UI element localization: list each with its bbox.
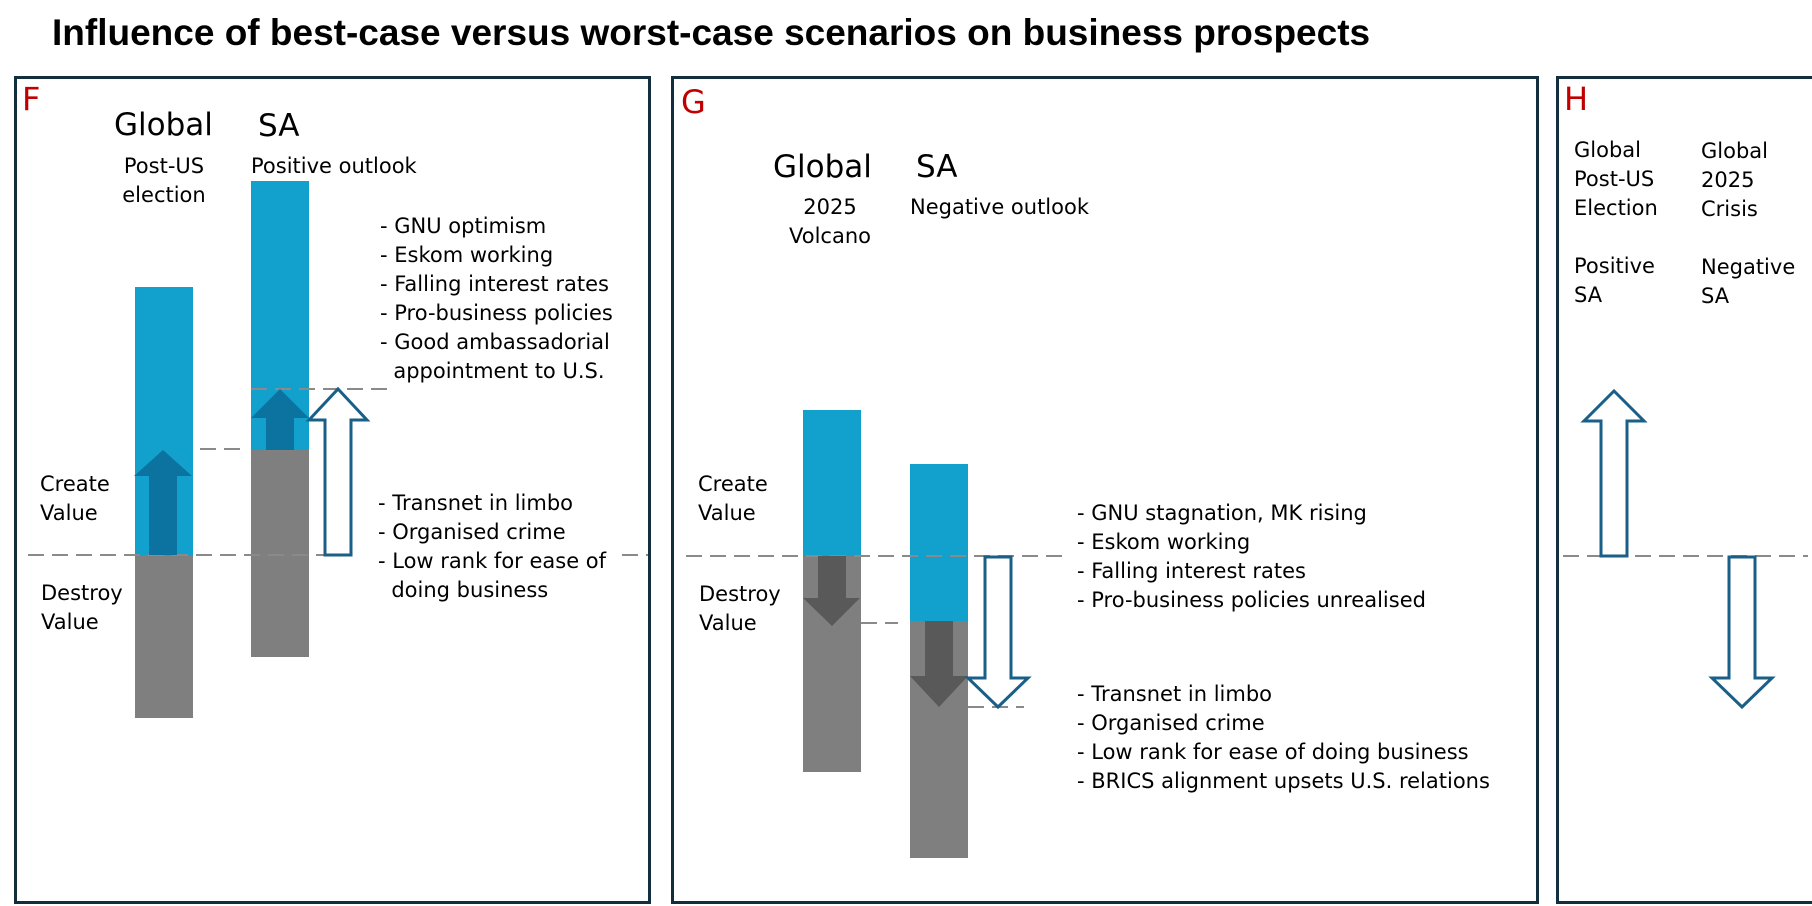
panel-g-global-sub-line: Volcano xyxy=(789,224,871,248)
panel-h-line: Crisis xyxy=(1701,197,1758,221)
destroy-label-line: Destroy xyxy=(41,581,123,605)
factor-item: - Pro-business policies unrealised xyxy=(1077,588,1426,612)
panel-h-line: Global xyxy=(1574,138,1641,162)
factor-item: - Falling interest rates xyxy=(1077,559,1306,583)
panel-f-global-sub-line: election xyxy=(122,183,206,207)
panel-f-destroy-label: Destroy Value xyxy=(41,579,123,637)
destroy-label-line: Destroy xyxy=(699,582,781,606)
panel-h-col1: Global Post-US Election xyxy=(1574,136,1658,223)
panel-g-global-heading: Global xyxy=(773,149,872,185)
factor-item: appointment to U.S. xyxy=(380,359,605,383)
panel-h-line: SA xyxy=(1574,283,1603,307)
panel-f-global-up-arrow xyxy=(134,450,192,555)
factor-item: - GNU stagnation, MK rising xyxy=(1077,501,1367,525)
panel-g-outline-down-arrow xyxy=(964,555,1032,710)
factor-item: - Transnet in limbo xyxy=(378,491,574,515)
panel-g-global-sub-line: 2025 xyxy=(803,195,857,219)
panel-g-global-sub: 2025 Volcano xyxy=(780,193,880,251)
panel-f-create-label: Create Value xyxy=(40,470,110,528)
panel-h-line: Post-US xyxy=(1574,167,1655,191)
destroy-label-line: Value xyxy=(699,611,757,635)
panel-f-sa-sub: Positive outlook xyxy=(251,154,417,178)
panel-f-letter: F xyxy=(22,80,41,118)
panel-h-col2: Global 2025 Crisis xyxy=(1701,137,1768,224)
create-label-line: Value xyxy=(698,501,756,525)
panel-g-create-label: Create Value xyxy=(698,470,768,528)
panel-h-line: 2025 xyxy=(1701,168,1755,192)
destroy-label-line: Value xyxy=(41,610,99,634)
factor-item: - Pro-business policies xyxy=(380,301,613,325)
factor-item: - Eskom working xyxy=(380,243,554,267)
panel-h-line: Positive xyxy=(1574,254,1655,278)
factor-item: - Falling interest rates xyxy=(380,272,609,296)
factor-item: - Organised crime xyxy=(1077,711,1265,735)
panel-h-line: Election xyxy=(1574,196,1658,220)
factor-item: - BRICS alignment upsets U.S. relations xyxy=(1077,769,1490,793)
panel-f-global-sub: Post-US election xyxy=(114,152,214,210)
factor-item: doing business xyxy=(378,578,549,602)
panel-g-sa-down-arrow xyxy=(910,621,968,707)
create-label-line: Create xyxy=(698,472,768,496)
panel-f-global-heading: Global xyxy=(114,107,213,143)
page-title: Influence of best-case versus worst-case… xyxy=(52,12,1371,53)
panel-g-factors-a: - GNU stagnation, MK rising - Eskom work… xyxy=(1077,499,1426,615)
factor-item: - Transnet in limbo xyxy=(1077,682,1273,706)
panel-f-sa-up-arrow xyxy=(251,389,309,450)
panel-f-negative-factors: - Transnet in limbo - Organised crime - … xyxy=(378,489,606,605)
factor-item: - Low rank for ease of doing business xyxy=(1077,740,1469,764)
panel-h-col2-b: Negative SA xyxy=(1701,253,1795,311)
panel-g-destroy-label: Destroy Value xyxy=(699,580,781,638)
panel-h xyxy=(1556,76,1812,904)
panel-g-sa-create-bar xyxy=(910,464,968,621)
create-label-line: Value xyxy=(40,501,98,525)
panel-f-positive-factors: - GNU optimism - Eskom working - Falling… xyxy=(380,212,613,386)
factor-item: - Good ambassadorial xyxy=(380,330,610,354)
panel-g-global-create-bar xyxy=(803,410,861,556)
panel-f-sa-destroy-bar xyxy=(251,450,309,657)
panel-f-global-sub-line: Post-US xyxy=(123,154,205,178)
panel-g-sa-heading: SA xyxy=(916,149,958,185)
panel-f-sa-heading: SA xyxy=(258,108,300,144)
panel-g-sa-sub: Negative outlook xyxy=(910,195,1090,219)
factor-item: - Eskom working xyxy=(1077,530,1251,554)
panel-h-line: SA xyxy=(1701,284,1730,308)
factor-item: - Low rank for ease of xyxy=(378,549,607,573)
panel-f-outline-up-arrow xyxy=(305,386,371,557)
create-label-line: Create xyxy=(40,472,110,496)
panel-h-line: Negative xyxy=(1701,255,1796,279)
panel-g-factors-b: - Transnet in limbo - Organised crime - … xyxy=(1077,680,1490,796)
panel-g-letter: G xyxy=(681,83,706,121)
panel-h-outline-up-arrow xyxy=(1580,388,1648,558)
factor-item: - Organised crime xyxy=(378,520,566,544)
panel-h-col1-b: Positive SA xyxy=(1574,252,1655,310)
panel-g-global-down-arrow xyxy=(803,556,860,626)
factor-item: - GNU optimism xyxy=(380,214,547,238)
panel-f-global-destroy-bar xyxy=(135,555,193,718)
panel-h-outline-down-arrow xyxy=(1708,555,1776,710)
panel-h-letter: H xyxy=(1564,80,1589,118)
panel-h-line: Global xyxy=(1701,139,1768,163)
